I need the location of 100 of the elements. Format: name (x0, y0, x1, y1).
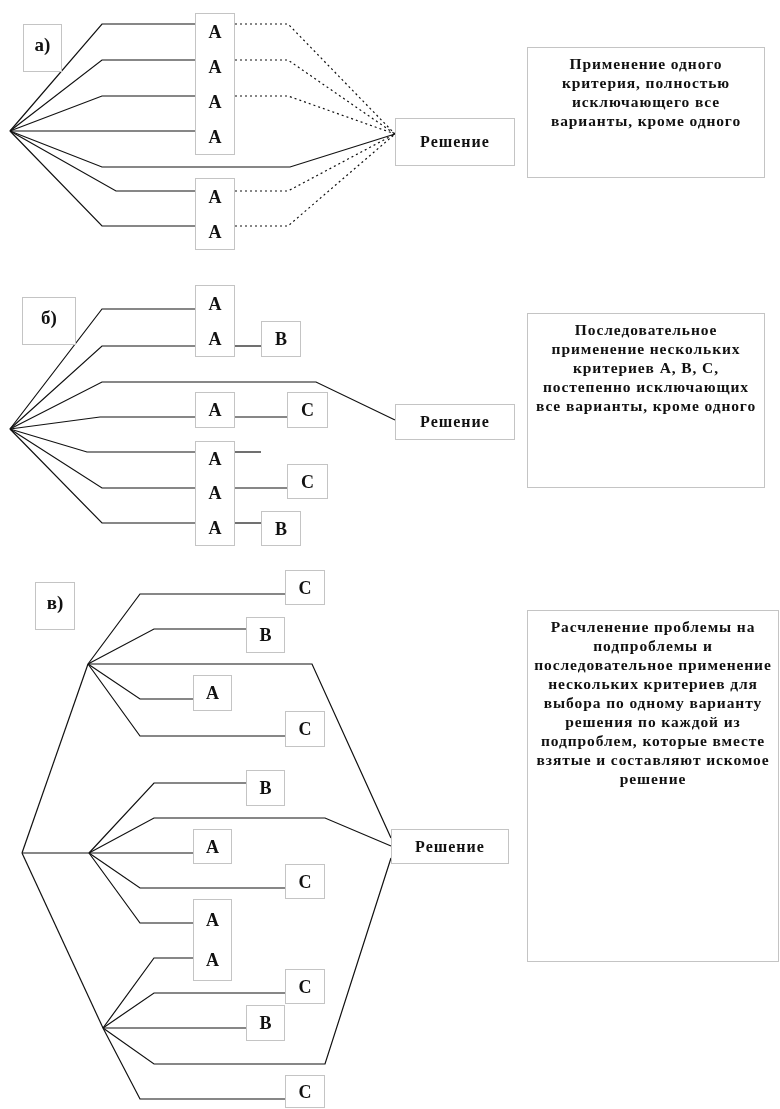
criterion-letter: C (298, 871, 312, 892)
criterion-letter: A (208, 221, 222, 242)
panel-label-box (22, 297, 76, 345)
decision-box (395, 118, 515, 166)
connector-line (9, 95, 196, 132)
criterion-box (195, 441, 235, 546)
criterion-letter: C (298, 976, 312, 997)
criterion-box (285, 711, 325, 747)
criterion-box (195, 13, 235, 155)
connector-line (9, 428, 196, 524)
connector-line (88, 852, 194, 854)
decision-box (391, 829, 509, 864)
criterion-box (285, 1075, 325, 1108)
criterion-box (193, 899, 232, 981)
connector-line (9, 59, 196, 132)
criterion-letter: A (208, 21, 222, 42)
criterion-box (195, 285, 235, 357)
criterion-letter: A (208, 186, 222, 207)
connector-line (9, 130, 196, 132)
criterion-box (261, 321, 301, 357)
criterion-letter: A (208, 517, 222, 538)
connector-line (9, 130, 196, 192)
criterion-letter: A (208, 293, 222, 314)
connector-line (102, 1027, 286, 1100)
connector-line (102, 992, 286, 1029)
connector-line (102, 957, 194, 1029)
connector-line (234, 487, 288, 489)
connector-line (87, 663, 286, 737)
decision-label: Решение (415, 837, 485, 856)
criterion-box (287, 464, 328, 499)
criterion-letter: A (206, 950, 219, 970)
connector-line (9, 130, 396, 168)
criterion-letter: B (259, 1013, 272, 1033)
criterion-box (287, 392, 328, 428)
criterion-letter: C (298, 719, 312, 739)
criterion-box (285, 864, 325, 899)
criterion-letter: A (208, 449, 222, 470)
connector-line (9, 345, 196, 430)
criterion-letter: A (208, 400, 222, 420)
connector-line (88, 782, 247, 854)
connector-line (88, 852, 286, 889)
criterion-letter: C (301, 471, 314, 492)
connector-line (102, 1027, 247, 1029)
criterion-letter: A (206, 910, 219, 930)
criterion-letter: A (208, 328, 222, 349)
connector-line (87, 593, 286, 665)
criterion-letter: B (259, 625, 272, 645)
panel-label-box (23, 24, 62, 72)
criterion-letter: C (298, 577, 312, 598)
connector-line (9, 381, 396, 430)
connector-line (87, 663, 392, 839)
description-box (527, 313, 765, 488)
dotted-connector (234, 133, 396, 227)
criterion-box (195, 392, 235, 428)
criterion-box (195, 178, 235, 250)
criterion-box (246, 770, 285, 806)
panel-label-box (35, 582, 75, 630)
criterion-box (285, 570, 325, 605)
description-box (527, 610, 779, 962)
connector-line (234, 345, 262, 347)
description-text: Расчленение проблемы на подпроблемы и последовательное применение нескольких критериев для выбора по одному варианту решения по каждой из подпроблем, которые вместе взятые и составляют искомое решение (533, 617, 773, 788)
connector-line (9, 428, 196, 453)
description-box (527, 47, 765, 178)
dotted-connector (234, 95, 396, 135)
criterion-box (193, 675, 232, 711)
criterion-letter: A (208, 483, 222, 504)
connector-line (234, 416, 288, 418)
criterion-letter: C (301, 400, 314, 420)
connector-line (9, 130, 196, 227)
decision-label: Решение (420, 133, 490, 151)
connector-line (102, 857, 392, 1065)
connector-line (88, 817, 392, 854)
decision-box (395, 404, 515, 440)
criterion-letter: A (208, 126, 222, 147)
criterion-box (246, 1005, 285, 1041)
panel-label: а) (34, 34, 51, 56)
connector-line (87, 628, 247, 665)
criterion-letter: A (206, 683, 219, 703)
criterion-letter: A (208, 91, 222, 112)
connector-line (234, 522, 262, 524)
panel-label: в) (46, 592, 64, 614)
criterion-box (193, 829, 232, 864)
connector-line (87, 663, 194, 700)
dotted-connector (234, 59, 396, 135)
connector-line (9, 308, 196, 430)
connector-line (9, 428, 196, 489)
criterion-letter: A (208, 56, 222, 77)
criterion-box (285, 969, 325, 1004)
criterion-letter: B (275, 518, 287, 539)
criterion-box (261, 511, 301, 546)
panel-label: б) (41, 307, 57, 329)
connector-line (9, 416, 196, 430)
description-text: Последовательное применение нескольких критериев A, B, C, постепенно исключающих все варианты, кроме одного (534, 320, 758, 415)
criterion-letter: B (275, 329, 287, 349)
decision-label: Решение (420, 413, 490, 431)
description-text: Применение одного критерия, полностью исключающего все варианты, кроме одного (549, 54, 743, 130)
criterion-letter: B (259, 778, 272, 798)
connector-line (9, 23, 196, 132)
connector-line (234, 451, 262, 453)
criterion-letter: A (206, 836, 219, 857)
